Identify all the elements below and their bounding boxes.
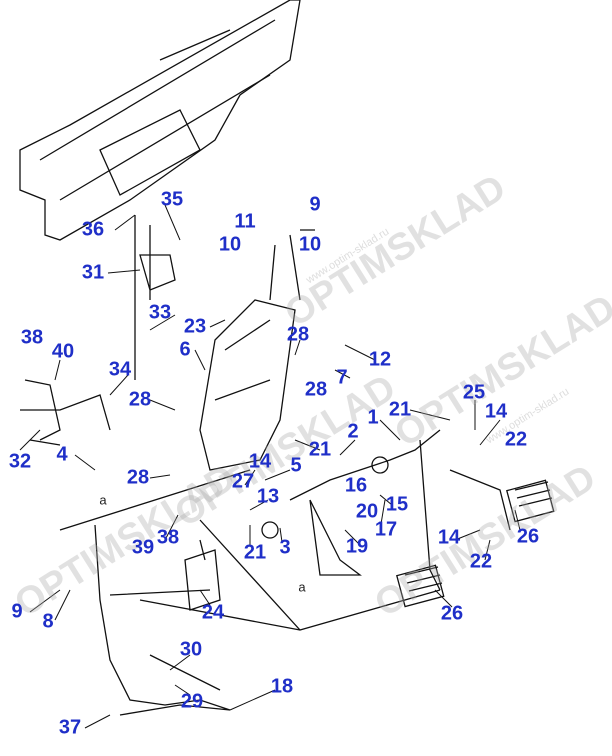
callout-7: 7 [336, 366, 348, 389]
callout-14: 14 [437, 526, 461, 549]
callout-2: 2 [347, 420, 359, 443]
pedal-column [199, 299, 296, 471]
reference-mark-a: a [298, 579, 306, 595]
callout-17: 17 [374, 518, 398, 541]
callout-40: 40 [51, 340, 75, 363]
callout-36: 36 [81, 218, 105, 241]
callout-24: 24 [201, 601, 225, 624]
callout-22: 22 [469, 550, 493, 573]
callout-10: 10 [298, 233, 322, 256]
callout-31: 31 [81, 261, 105, 284]
callout-21: 21 [308, 438, 332, 461]
callout-20: 20 [355, 500, 379, 523]
callout-13: 13 [256, 485, 280, 508]
callout-27: 27 [231, 470, 255, 493]
callout-28: 28 [286, 323, 310, 346]
callout-15: 15 [385, 493, 409, 516]
callout-16: 16 [344, 474, 368, 497]
callout-9: 9 [309, 193, 321, 216]
callout-9: 9 [11, 600, 23, 623]
callout-37: 37 [58, 716, 82, 739]
callout-5: 5 [290, 454, 302, 477]
callout-26: 26 [440, 602, 464, 625]
callout-28: 28 [128, 388, 152, 411]
frame-panel [19, 0, 301, 241]
callout-30: 30 [179, 638, 203, 661]
callout-28: 28 [304, 378, 328, 401]
callout-12: 12 [368, 348, 392, 371]
callout-4: 4 [56, 443, 68, 466]
callout-23: 23 [183, 315, 207, 338]
callout-3: 3 [279, 536, 291, 559]
callout-21: 21 [243, 541, 267, 564]
callout-10: 10 [218, 233, 242, 256]
callout-6: 6 [179, 338, 191, 361]
callout-28: 28 [126, 466, 150, 489]
callout-14: 14 [248, 450, 272, 473]
callout-33: 33 [148, 301, 172, 324]
callout-8: 8 [42, 610, 54, 633]
callout-26: 26 [516, 525, 540, 548]
callout-18: 18 [270, 675, 294, 698]
callout-34: 34 [108, 358, 132, 381]
callout-22: 22 [504, 428, 528, 451]
callout-38: 38 [156, 526, 180, 549]
callout-32: 32 [8, 450, 32, 473]
callout-21: 21 [388, 398, 412, 421]
cable [94, 524, 231, 716]
callout-39: 39 [131, 536, 155, 559]
callout-19: 19 [345, 535, 369, 558]
callout-35: 35 [160, 188, 184, 211]
callout-29: 29 [180, 690, 204, 713]
callout-11: 11 [234, 210, 256, 233]
callout-1: 1 [367, 406, 379, 429]
callout-38: 38 [20, 326, 44, 349]
callout-14: 14 [484, 400, 508, 423]
callout-25: 25 [462, 381, 486, 404]
reference-mark-a: a [99, 492, 107, 508]
